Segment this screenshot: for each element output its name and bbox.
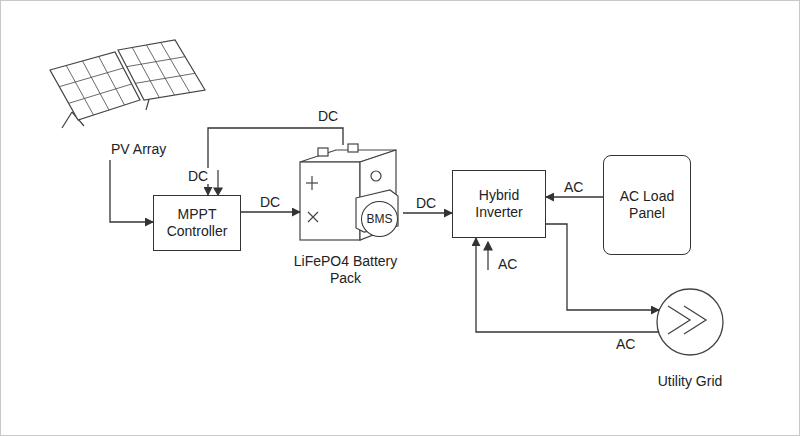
panel-cell-line [59,68,123,87]
signal-label: AC [496,256,519,272]
panel-cell-line [69,84,132,103]
node-text: AC Load Panel [609,188,685,222]
illustration-node: Utility Grid [640,286,740,392]
grid-symbol [657,289,723,355]
panel-cell-line [161,43,190,93]
battery-front [300,162,360,240]
grid-chevrons [668,306,706,334]
node-text: MPPT Controller [159,206,235,240]
node-text: PV Array [111,141,166,158]
edge-label: AC [614,336,637,352]
panel-cell-line [132,48,159,98]
node-text: LiFePO4 Battery Pack [288,253,403,287]
node-text: Utility Grid [640,373,740,390]
edge-label: DC [316,108,340,124]
illustration-node: LiFePO4 Battery Pack BMS [288,135,403,287]
node-text: Hybrid Inverter [458,187,540,221]
panel-stand [62,112,72,128]
panel-cell-line [135,73,195,83]
node-text: BMS [366,212,392,226]
pv-panels [50,40,205,128]
panel-cell-line [147,45,175,95]
process-box: Hybrid Inverter [452,170,546,238]
signal-label: DC [186,168,210,184]
connector [403,212,452,213]
illustration-node: PV Array [45,38,215,160]
panel-cell-line [66,66,93,116]
panel-cell-line [99,57,125,106]
dc-arrow-head [214,188,222,195]
battery-terminal [318,148,328,156]
battery-illustration [300,144,398,240]
edge-label: DC [414,195,438,211]
ac-arrow-line [487,248,488,270]
battery-symbol [308,212,318,222]
connector [208,128,343,195]
bms-circle: BMS [361,201,398,237]
pv-panel [118,40,205,100]
connector [241,211,300,212]
edge-label: AC [562,179,585,195]
battery-knob [371,171,381,181]
grid-circle [657,289,723,355]
ac-arrow-head [484,242,492,250]
process-box: AC Load Panel [603,155,691,255]
battery-terminal [348,144,358,152]
edge-label: DC [258,194,282,210]
process-box: MPPT Controller [153,195,241,251]
panel-cell-line [127,57,185,67]
battery-symbol [306,182,318,183]
connector [546,196,603,197]
connector [110,160,153,222]
